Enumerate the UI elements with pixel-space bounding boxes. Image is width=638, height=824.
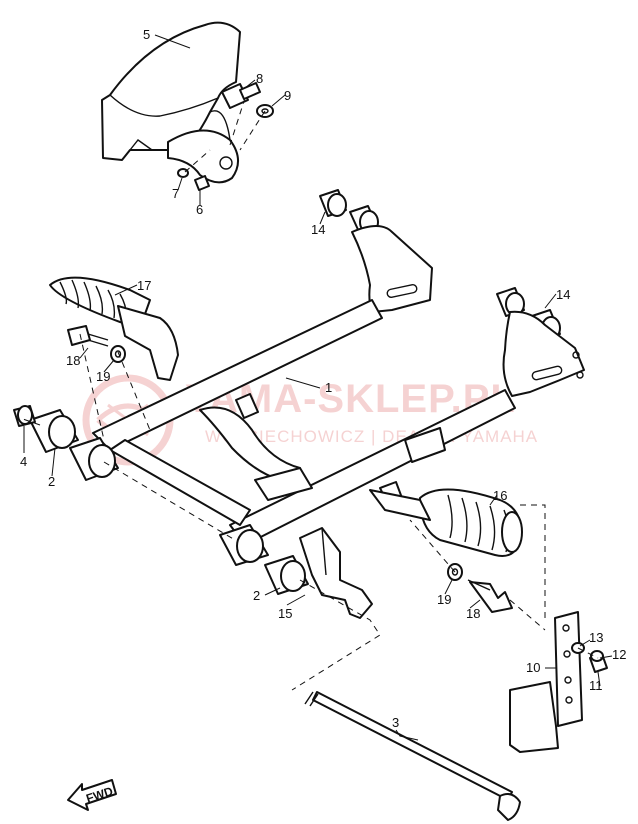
part-4-spacer bbox=[13, 405, 36, 427]
alignment-lines bbox=[19, 97, 599, 691]
part-16-footpeg-right bbox=[369, 488, 523, 557]
callout-18-right: 18 bbox=[466, 606, 480, 621]
callout-2-right: 2 bbox=[253, 588, 260, 603]
callout-15: 15 bbox=[278, 606, 292, 621]
part-8-bolt bbox=[221, 82, 261, 109]
part-18-bolt-left bbox=[67, 325, 109, 347]
leader-lines bbox=[23, 34, 613, 741]
callout-3: 3 bbox=[392, 715, 399, 730]
callout-6: 6 bbox=[196, 202, 203, 217]
callout-13: 13 bbox=[589, 630, 603, 645]
part-12-washer bbox=[590, 650, 604, 662]
callout-7: 7 bbox=[172, 186, 179, 201]
part-6-bolt bbox=[194, 175, 210, 191]
callout-10: 10 bbox=[526, 660, 540, 675]
callout-9: 9 bbox=[284, 88, 291, 103]
callout-19-left: 19 bbox=[96, 369, 110, 384]
callout-16: 16 bbox=[493, 488, 507, 503]
callout-5: 5 bbox=[143, 27, 150, 42]
part-3-rod bbox=[304, 691, 521, 821]
part-18-bolt-right bbox=[467, 579, 513, 613]
part-1-frame bbox=[29, 225, 585, 595]
callout-17: 17 bbox=[137, 278, 151, 293]
callout-8: 8 bbox=[256, 71, 263, 86]
part-10-bracket bbox=[509, 611, 583, 753]
part-19-washer-left bbox=[110, 345, 126, 363]
callout-11: 11 bbox=[589, 678, 603, 693]
callout-14-upper: 14 bbox=[311, 222, 325, 237]
fwd-arrow: FWD bbox=[67, 779, 117, 811]
callout-14-right: 14 bbox=[556, 287, 570, 302]
callout-19-right: 19 bbox=[437, 592, 451, 607]
callouts: 5 8 9 7 6 14 14 17 18 19 1 4 2 16 19 18 … bbox=[20, 27, 626, 730]
callout-1: 1 bbox=[325, 380, 332, 395]
callout-4: 4 bbox=[20, 454, 27, 469]
callout-12: 12 bbox=[612, 647, 626, 662]
part-15-bracket bbox=[299, 527, 373, 619]
callout-2-left: 2 bbox=[48, 474, 55, 489]
callout-18-left: 18 bbox=[66, 353, 80, 368]
part-5-cover bbox=[101, 21, 241, 184]
